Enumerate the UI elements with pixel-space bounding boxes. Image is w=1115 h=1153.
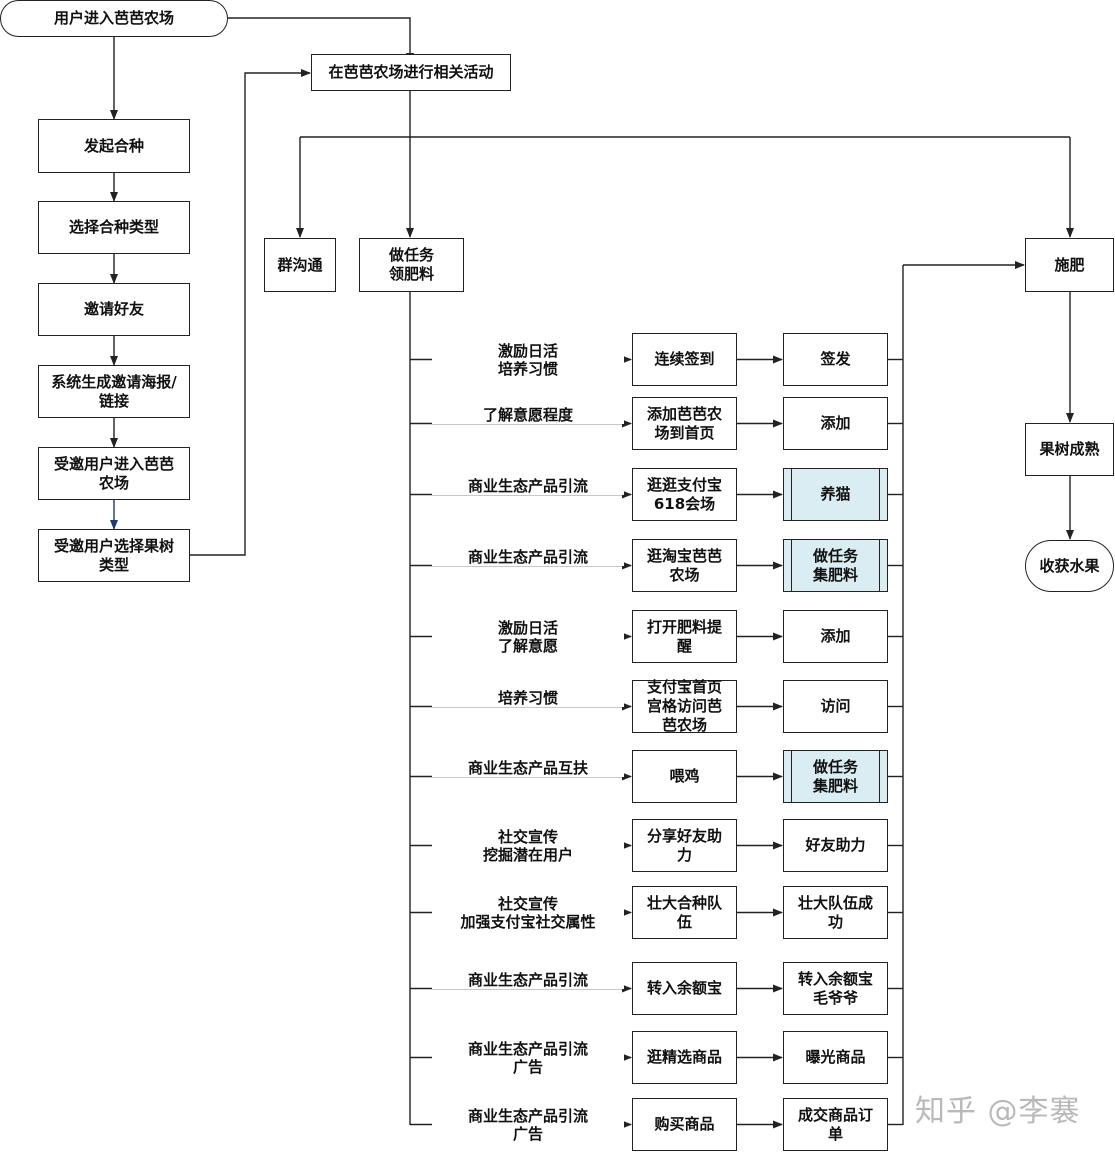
task-purpose-label: 商业生态产品引流 广告 [432,1039,624,1076]
invite-node: 邀请好友 [38,283,190,336]
task-purpose-label: 社交宣传 挖掘潜在用户 [432,827,624,864]
invitee-choose-node: 受邀用户选择果树 类型 [38,529,190,582]
generate-poster-node: 系统生成邀请海报/ 链接 [38,365,190,418]
task-result-node: 添加 [783,610,888,663]
choose-type-node: 选择合种类型 [38,201,190,254]
initiate-node: 发起合种 [38,119,190,173]
task-purpose-label: 商业生态产品引流 [432,476,624,495]
task-purpose-label: 激励日活 培养习惯 [432,341,624,378]
watermark: 知乎 @李褰 [915,1094,1081,1129]
task-purpose-label: 商业生态产品引流 广告 [432,1106,624,1143]
task-purpose-label: 商业生态产品互扶 [432,758,624,777]
fertilize-node: 施肥 [1025,238,1114,292]
task-node: 打开肥料提 醒 [632,610,737,663]
task-purpose-label: 激励日活 了解意愿 [432,618,624,655]
edge-start-activity [228,17,414,63]
tree-mature-node: 果树成熟 [1025,423,1114,476]
task-node: 购买商品 [632,1098,737,1151]
task-node: 支付宝首页 宫格访问芭 芭农场 [632,678,737,734]
task-node: 添加芭芭农 场到首页 [632,397,737,450]
task-node: 转入余额宝 [632,962,737,1015]
task-node: 喂鸡 [632,750,737,803]
task-node: 逛淘宝芭芭 农场 [632,539,737,592]
task-purpose-label: 商业生态产品引流 [432,547,624,566]
task-result-node: 养猫 [783,468,888,521]
invitee-enter-node: 受邀用户进入芭芭 农场 [38,447,190,500]
task-result-node: 好友助力 [783,819,888,872]
task-purpose-label: 商业生态产品引流 [432,970,624,989]
task-result-node: 做任务 集肥料 [783,750,888,803]
harvest-node: 收获水果 [1025,540,1114,592]
task-purpose-label: 培养习惯 [432,688,624,707]
task-result-node: 曝光商品 [783,1031,888,1084]
activity-node: 在芭芭农场进行相关活动 [311,54,511,91]
start-node: 用户进入芭芭农场 [0,0,228,37]
task-node: 逛精选商品 [632,1031,737,1084]
task-result-node: 做任务 集肥料 [783,539,888,592]
task-result-node: 添加 [783,397,888,450]
task-node: 连续签到 [632,333,737,386]
task-result-node: 转入余额宝 毛爷爷 [783,962,888,1015]
task-result-node: 成交商品订 单 [783,1098,888,1151]
group-chat-node: 群沟通 [264,238,336,292]
task-result-node: 壮大队伍成 功 [783,886,888,939]
task-result-node: 签发 [783,333,888,386]
task-purpose-label: 社交宣传 加强支付宝社交属性 [432,894,624,931]
edge-invitee-choose-activity [190,69,311,556]
task-node: 逛逛支付宝 618会场 [632,468,737,521]
task-purpose-label: 了解意愿程度 [432,405,624,424]
task-node: 壮大合种队 伍 [632,886,737,939]
task-result-node: 访问 [783,680,888,733]
task-node: 分享好友助 力 [632,819,737,872]
tasks-node: 做任务 领肥料 [359,238,464,292]
